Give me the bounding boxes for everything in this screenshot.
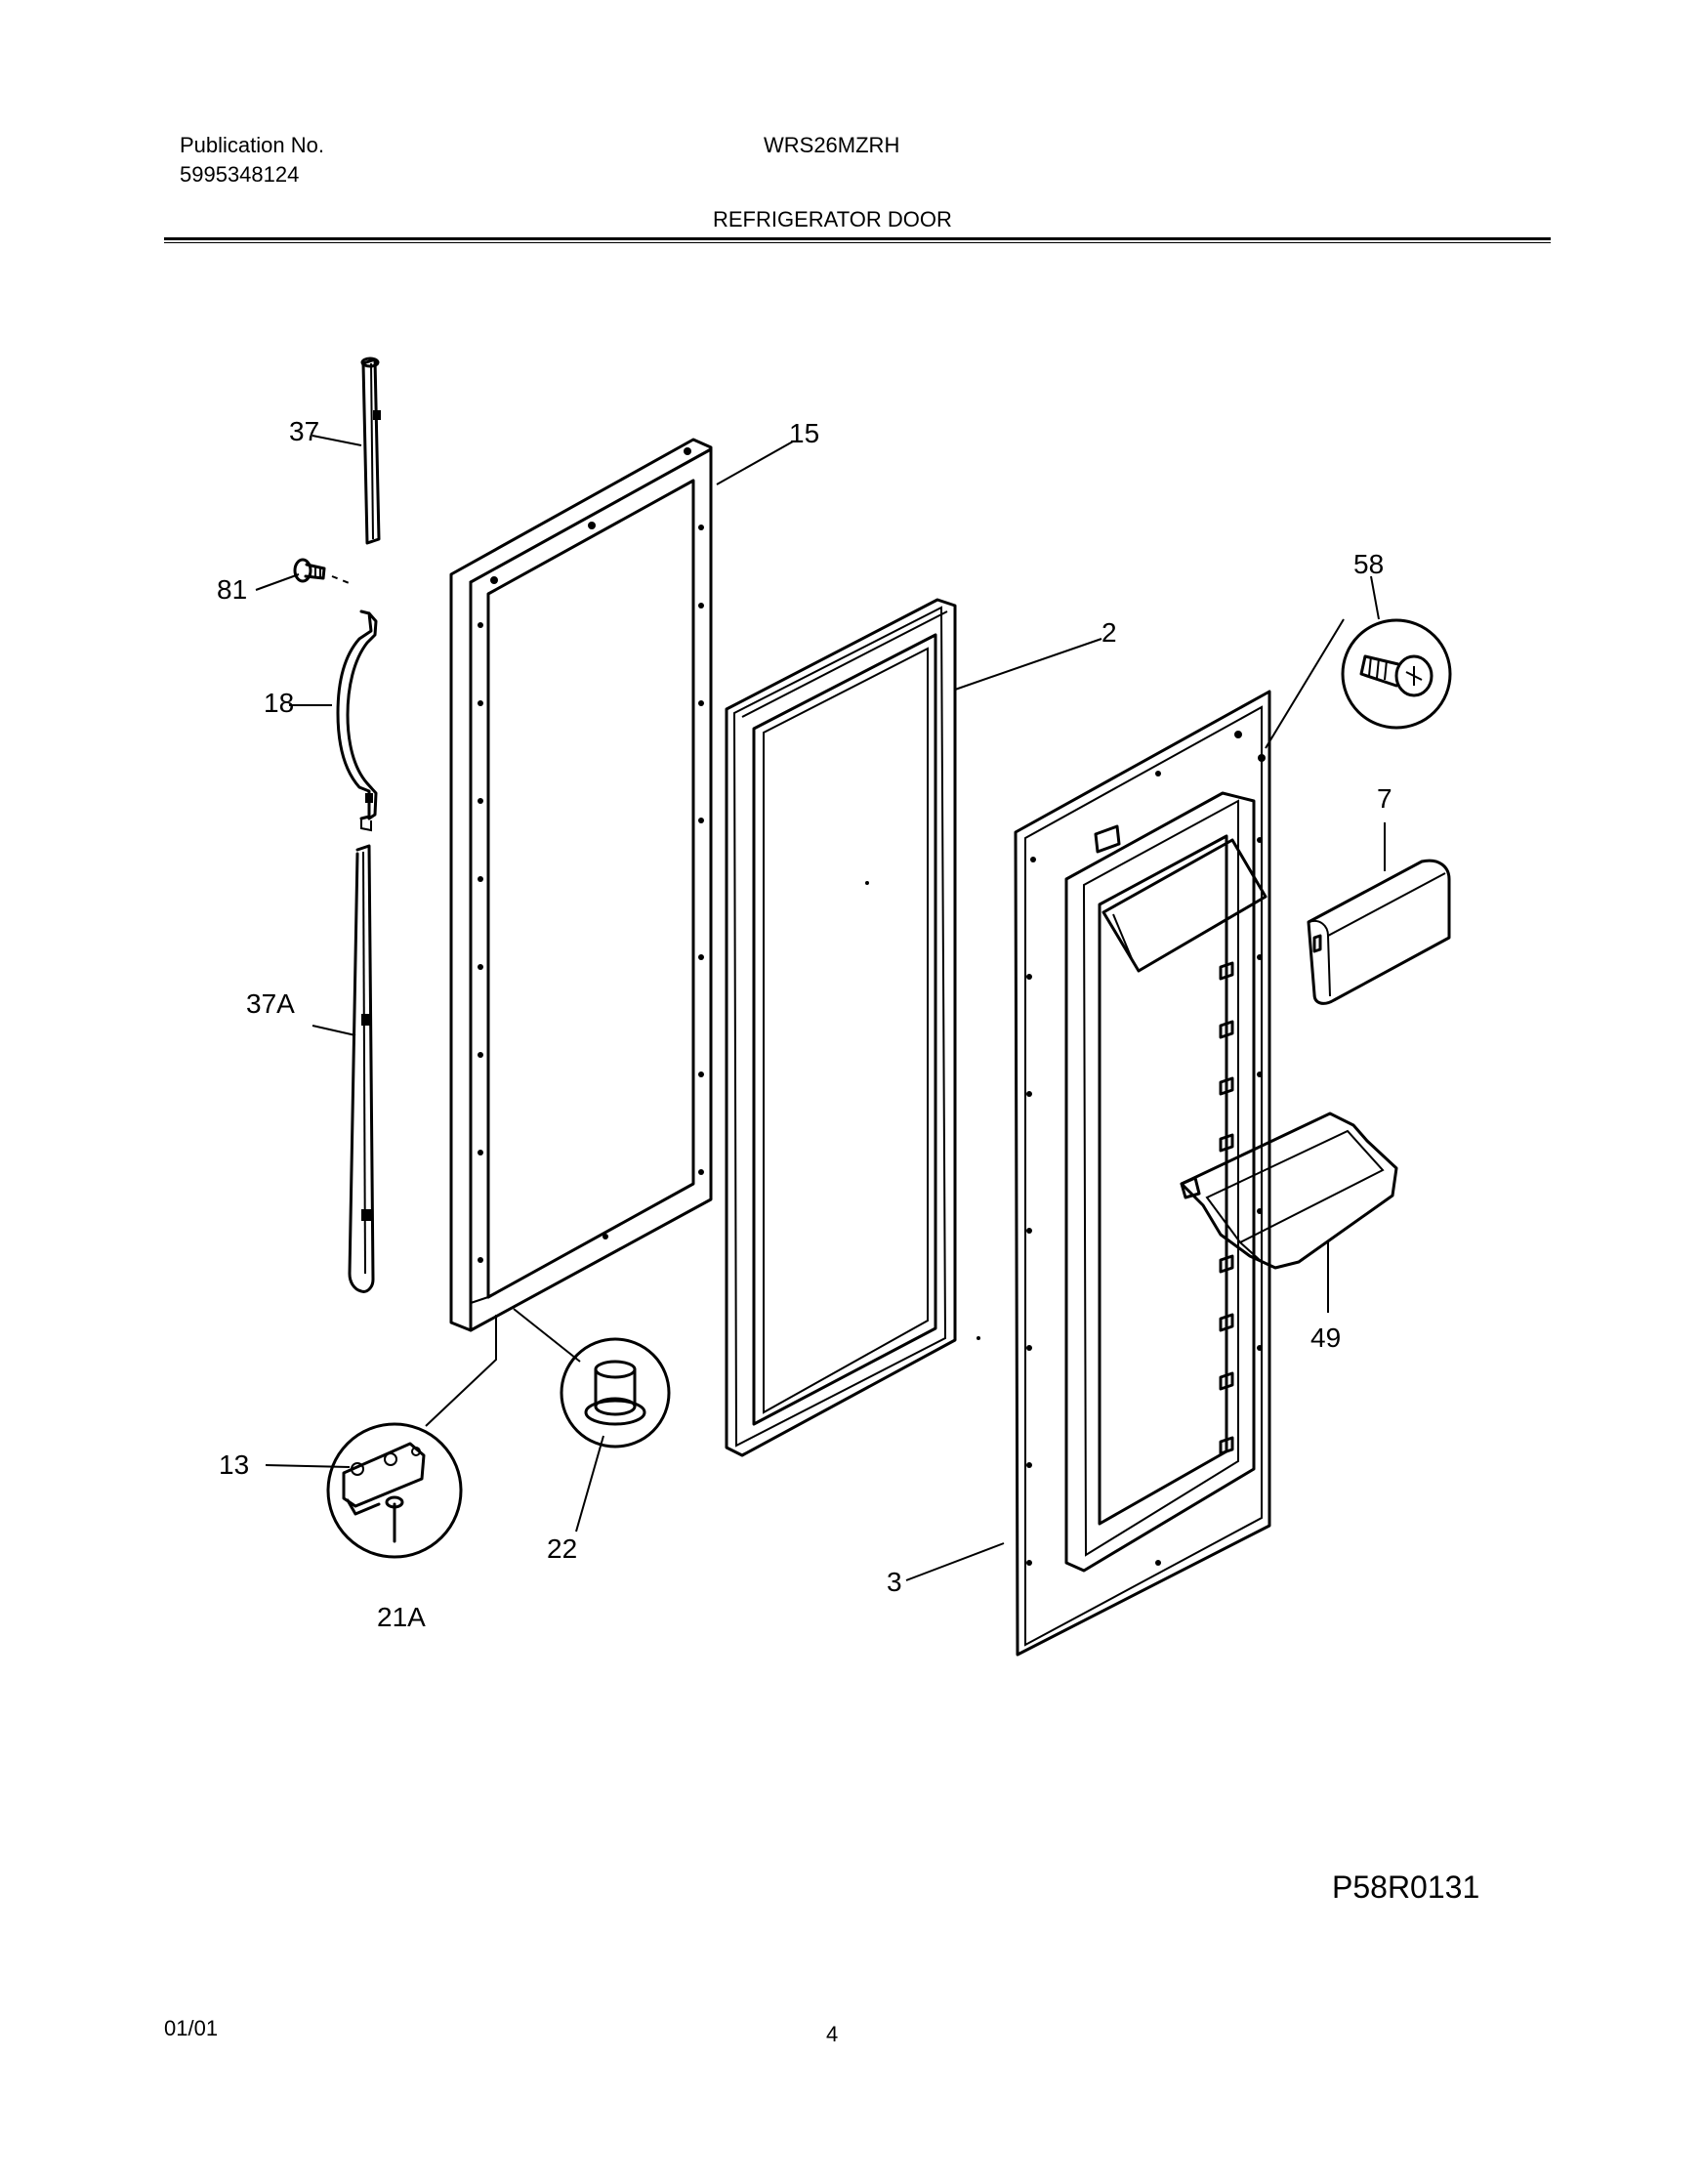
- callout-18: 18: [264, 688, 295, 718]
- figure-id: P58R0131: [1332, 1869, 1480, 1905]
- part-3-door-liner: [1014, 690, 1271, 1657]
- part-7-dairy-door: [1307, 859, 1451, 1005]
- part-18-handle: [336, 609, 378, 832]
- callout-21a: 21A: [377, 1602, 426, 1632]
- part-37-handle-trim-upper: [360, 357, 381, 545]
- header-rule-thin: [164, 242, 1551, 243]
- callout-13: 13: [219, 1449, 250, 1480]
- publication-label: Publication No.: [180, 133, 324, 157]
- callout-15: 15: [789, 418, 820, 448]
- part-22-bushing-detail: [560, 1337, 671, 1449]
- part-37a-handle-trim-lower: [348, 844, 375, 1293]
- part-49-door-bin: [1180, 1112, 1398, 1270]
- footer-date: 01/01: [164, 2016, 219, 2040]
- part-13-hinge-bracket-detail: [326, 1422, 463, 1559]
- callout-81: 81: [217, 574, 248, 605]
- callout-49: 49: [1310, 1323, 1342, 1353]
- part-58-screw-detail: [1341, 618, 1452, 730]
- callout-58: 58: [1353, 549, 1385, 579]
- callout-22: 22: [547, 1533, 578, 1564]
- footer-page-number: 4: [826, 2022, 839, 2046]
- callout-2: 2: [1101, 617, 1117, 648]
- part-2-door-gasket: [725, 598, 957, 1457]
- part-81-screw: [293, 558, 353, 585]
- header-rule: [164, 237, 1551, 240]
- leader-lines: [255, 435, 1386, 1581]
- callout-3: 3: [887, 1567, 902, 1597]
- callout-37: 37: [289, 416, 320, 446]
- publication-number: 5995348124: [180, 162, 300, 187]
- callout-37a: 37A: [246, 988, 295, 1019]
- model-number: WRS26MZRH: [764, 133, 900, 157]
- callout-7: 7: [1377, 783, 1392, 814]
- part-15-door-frame: [449, 438, 713, 1332]
- section-title: REFRIGERATOR DOOR: [713, 207, 952, 231]
